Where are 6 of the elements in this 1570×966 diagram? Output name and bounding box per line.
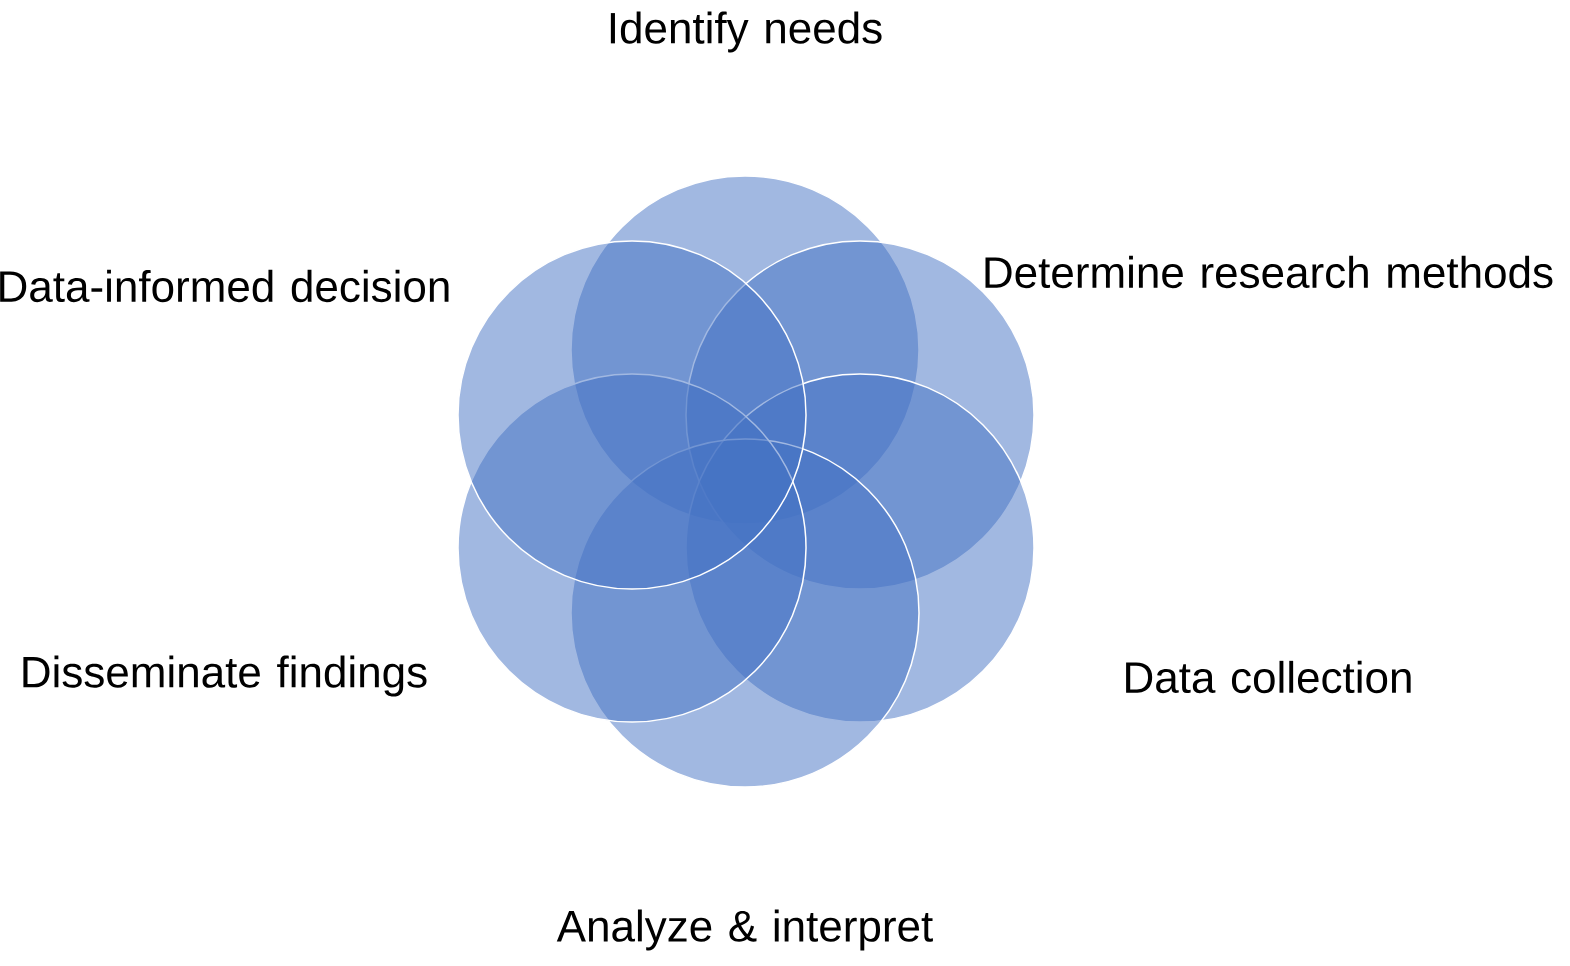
- step-label: Analyze & interpret: [556, 909, 933, 951]
- step-label: Disseminate findings: [23, 655, 427, 697]
- step-label: Determine research methods: [985, 255, 1553, 289]
- step-label: Identify needs: [610, 11, 882, 53]
- step-label: Data collection: [1126, 660, 1411, 694]
- step-label: Data-informed decision: [0, 269, 449, 303]
